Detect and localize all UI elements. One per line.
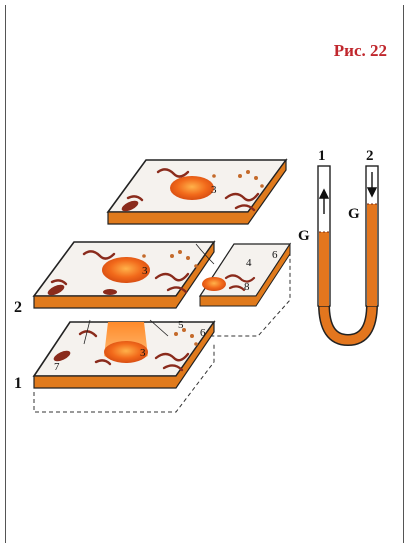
nucleus-top — [170, 176, 214, 200]
tube-g-right: G — [348, 206, 360, 222]
label-3-mid: 3 — [142, 265, 148, 277]
cell-bottom: 3 7 5 6 — [34, 319, 214, 412]
u-tube: 1 2 G G — [298, 148, 378, 340]
tube-right-fluid — [367, 204, 377, 306]
tube-label-2: 2 — [366, 148, 374, 164]
label-3-bot: 3 — [140, 347, 146, 359]
tube-label-1: 1 — [318, 148, 326, 164]
cell-middle: 3 — [34, 242, 214, 308]
label-7-bot: 7 — [54, 361, 60, 373]
label-3-top: 3 — [211, 184, 217, 196]
label-6-bot: 6 — [200, 327, 206, 339]
layer-label-2: 2 — [14, 299, 22, 316]
cell-top: 3 — [108, 160, 286, 224]
label-6-mid: 6 — [272, 249, 278, 261]
layer-label-1: 1 — [14, 375, 22, 392]
label-8-mid: 8 — [244, 281, 250, 293]
label-4-mid: 4 — [246, 257, 252, 269]
tube-g-left: G — [298, 228, 310, 244]
label-5-bot: 5 — [178, 319, 184, 331]
tube-left-fluid — [319, 232, 329, 306]
